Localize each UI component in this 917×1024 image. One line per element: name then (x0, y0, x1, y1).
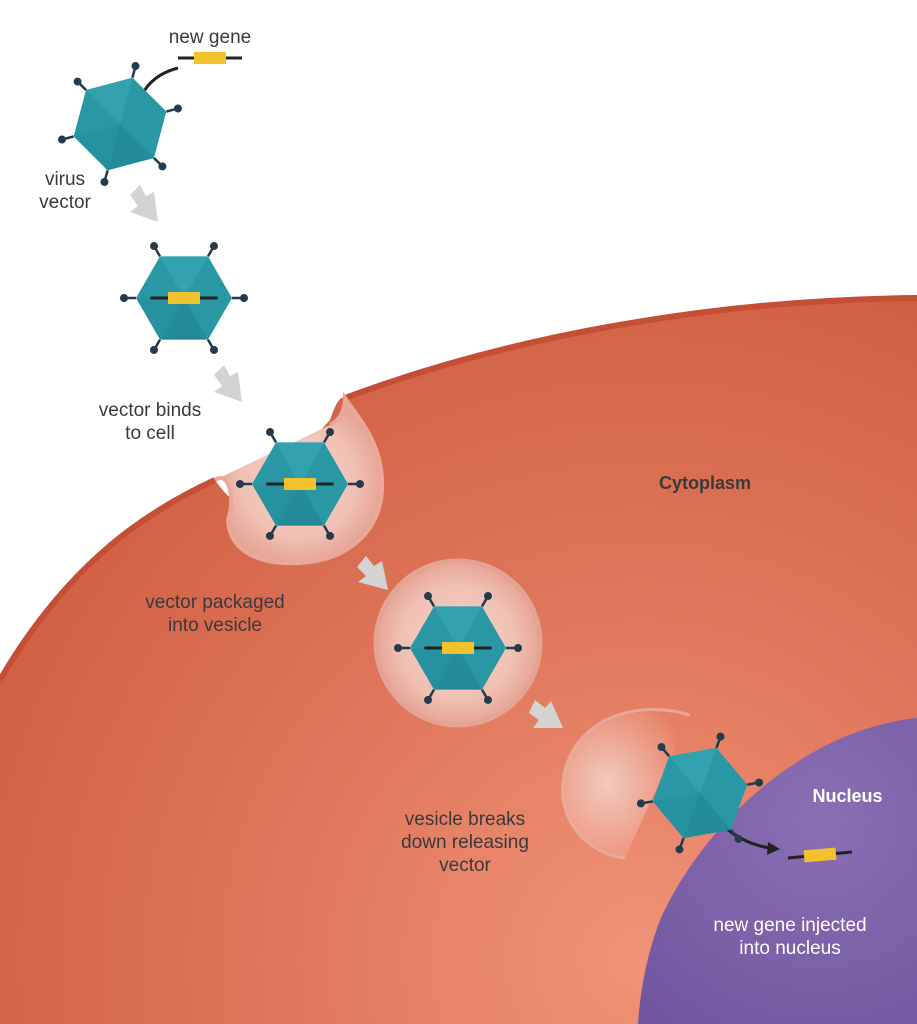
label-cytoplasm: Cytoplasm (658, 473, 752, 493)
step-arrow-1 (130, 185, 158, 222)
virus-capsid-loaded (120, 242, 248, 354)
nucleus-region (638, 718, 917, 1024)
packaged-gene (266, 478, 334, 490)
label-vector-binds: vector binds to cell (98, 400, 202, 444)
virus-capsid-free (58, 62, 182, 186)
step-arrow-3 (357, 556, 388, 590)
injection-arrow-head (767, 842, 780, 855)
step-arrow-2 (214, 365, 242, 402)
label-vesicle-breaks: vesicle breaks down releasing vector (401, 809, 529, 876)
label-vector-packaged: vector packaged into vesicle (145, 592, 285, 636)
label-new-gene: new gene (168, 27, 252, 48)
packaged-gene (424, 642, 492, 654)
packaged-gene (150, 292, 218, 304)
step-arrows (130, 185, 563, 728)
step-arrow-4 (529, 700, 563, 728)
virus-capsid-released (636, 732, 764, 854)
virus-capsids (58, 62, 764, 854)
injected-gene (787, 847, 853, 863)
label-virus-vector: virus vector (39, 169, 91, 213)
virus-capsid-binding (236, 428, 364, 540)
cell-membrane (0, 477, 217, 682)
label-gene-injected: new gene injected into nucleus (713, 915, 867, 959)
cell-membrane-right (343, 295, 917, 401)
label-nucleus: Nucleus (812, 786, 883, 806)
new-gene-top (178, 52, 242, 64)
virus-capsid-in-vesicle (394, 592, 522, 704)
